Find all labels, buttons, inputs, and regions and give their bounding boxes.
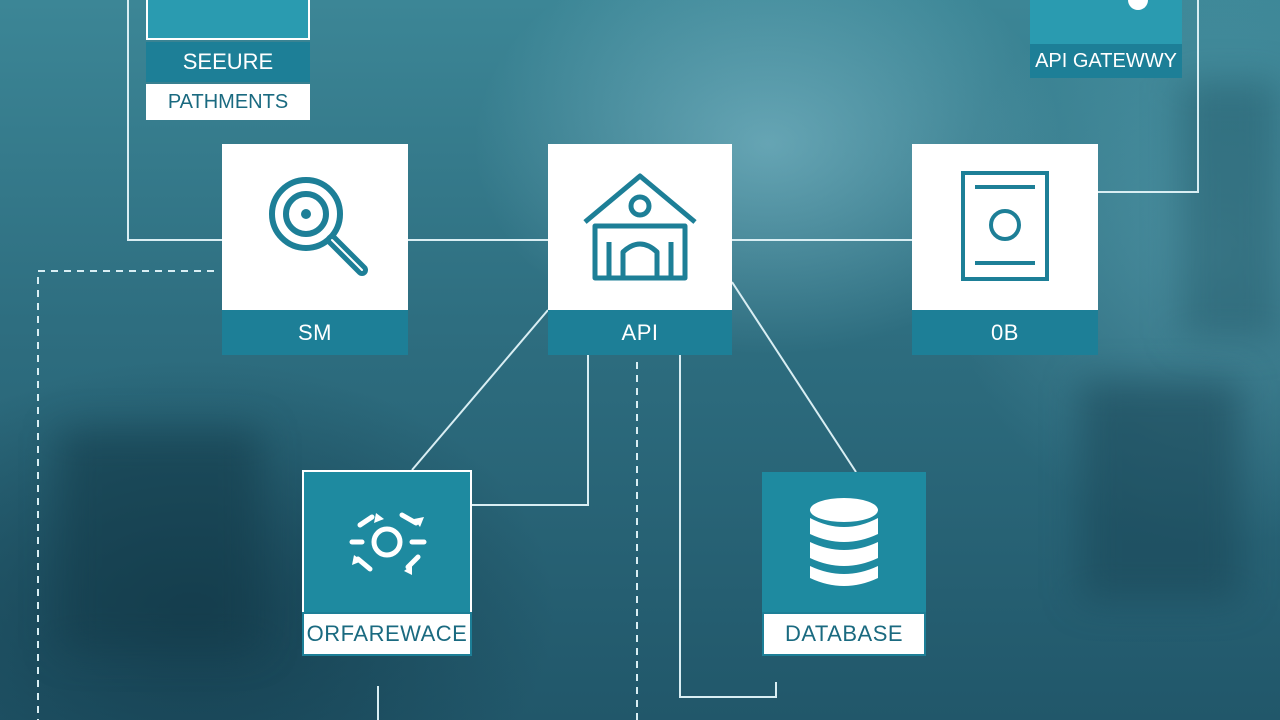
database-node-face <box>762 472 926 612</box>
search-node-face <box>222 144 408 310</box>
document-icon <box>961 171 1049 281</box>
api-node-label: API <box>548 310 732 355</box>
api-gateway-card: API GATEWWY <box>1030 0 1182 78</box>
document-node-label: 0B <box>912 310 1098 355</box>
database-node-label: DATABASE <box>762 612 926 656</box>
api-node: API <box>548 144 732 355</box>
database-icon <box>810 498 878 586</box>
interface-node-label: ORFAREWACE <box>302 612 472 656</box>
shield-icon <box>1128 0 1148 10</box>
api-node-face <box>548 144 732 310</box>
api-gateway-image <box>1030 0 1182 44</box>
background-blur-shape <box>60 430 260 650</box>
connector-line <box>127 0 222 241</box>
database-node: DATABASE <box>762 472 926 656</box>
secure-payments-subtitle: PATHMENTS <box>146 84 310 120</box>
connector-line <box>472 354 589 506</box>
document-node: 0B <box>912 144 1098 355</box>
search-node-label: SM <box>222 310 408 355</box>
connector-line <box>411 309 549 471</box>
background-blur-shape <box>1180 80 1280 340</box>
building-icon <box>583 173 697 281</box>
secure-payments-card: SEEURE PATHMENTS <box>146 0 310 120</box>
document-node-face <box>912 144 1098 310</box>
interface-node-face <box>302 470 472 612</box>
background-blur-shape <box>1080 380 1240 600</box>
connector-line <box>731 281 857 473</box>
secure-payments-image <box>146 0 310 40</box>
magnifier-icon <box>269 177 368 276</box>
connector-line <box>1098 0 1199 193</box>
api-gateway-label: API GATEWWY <box>1030 44 1182 78</box>
secure-payments-title: SEEURE <box>146 42 310 82</box>
search-node: SM <box>222 144 408 355</box>
interface-node: ORFAREWACE <box>302 470 472 656</box>
dashed-boundary-line <box>37 270 214 720</box>
network-icon <box>349 512 427 575</box>
connector-line <box>679 354 777 698</box>
